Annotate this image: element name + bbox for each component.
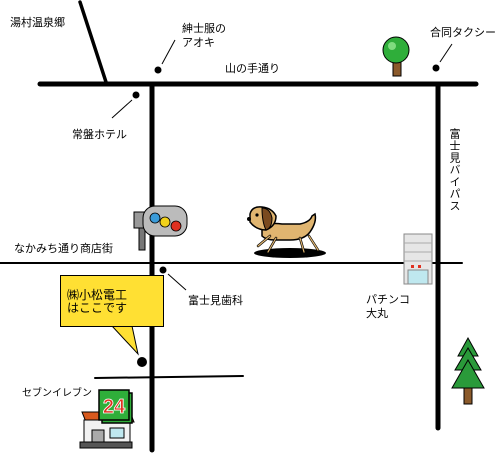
callout-line2: はここです xyxy=(67,301,128,315)
marker-taxi xyxy=(432,64,440,72)
marker-hotel xyxy=(132,91,140,99)
markers xyxy=(132,64,440,367)
road-small xyxy=(94,375,244,379)
label-godo-taxi: 合同タクシー xyxy=(430,26,496,39)
label-pachinko-line2: 大丸 xyxy=(366,307,388,320)
store-24-label: 24 xyxy=(103,396,126,418)
label-aoki-line1: 紳士服の xyxy=(182,22,226,35)
callout-pointer xyxy=(110,325,139,356)
callout-line1: ㈱小松電工 xyxy=(67,288,128,302)
label-fujimi-dental: 富士見歯科 xyxy=(188,294,243,307)
leader-lines xyxy=(111,39,453,291)
label-nakamichi-dori: なかみち通り商店街 xyxy=(14,242,113,255)
tree-icon xyxy=(382,36,410,77)
traffic-light-icon xyxy=(133,205,188,251)
pine-tree-icon xyxy=(451,336,485,405)
building-icon xyxy=(403,233,433,285)
convenience-store-icon xyxy=(79,389,135,449)
road-lines xyxy=(0,0,479,453)
dog-icon xyxy=(247,206,326,258)
label-joban-hotel: 常盤ホテル xyxy=(72,128,127,141)
label-fujimi-bypass: 富士見バイパス xyxy=(448,128,461,212)
company-callout: ㈱小松電工 はここです xyxy=(60,275,164,327)
road-diagonal-onsen xyxy=(78,0,108,84)
label-yumura-onsen: 湯村温泉郷 xyxy=(10,16,65,29)
label-seven-eleven: セブンイレブン xyxy=(22,388,92,399)
marker-company xyxy=(137,357,147,367)
marker-aoki xyxy=(154,66,162,74)
label-yamanote-dori: 山の手通り xyxy=(225,62,280,75)
label-pachinko-line1: パチンコ xyxy=(366,293,410,306)
label-aoki-line2: アオキ xyxy=(182,36,215,49)
marker-dental xyxy=(159,266,167,274)
